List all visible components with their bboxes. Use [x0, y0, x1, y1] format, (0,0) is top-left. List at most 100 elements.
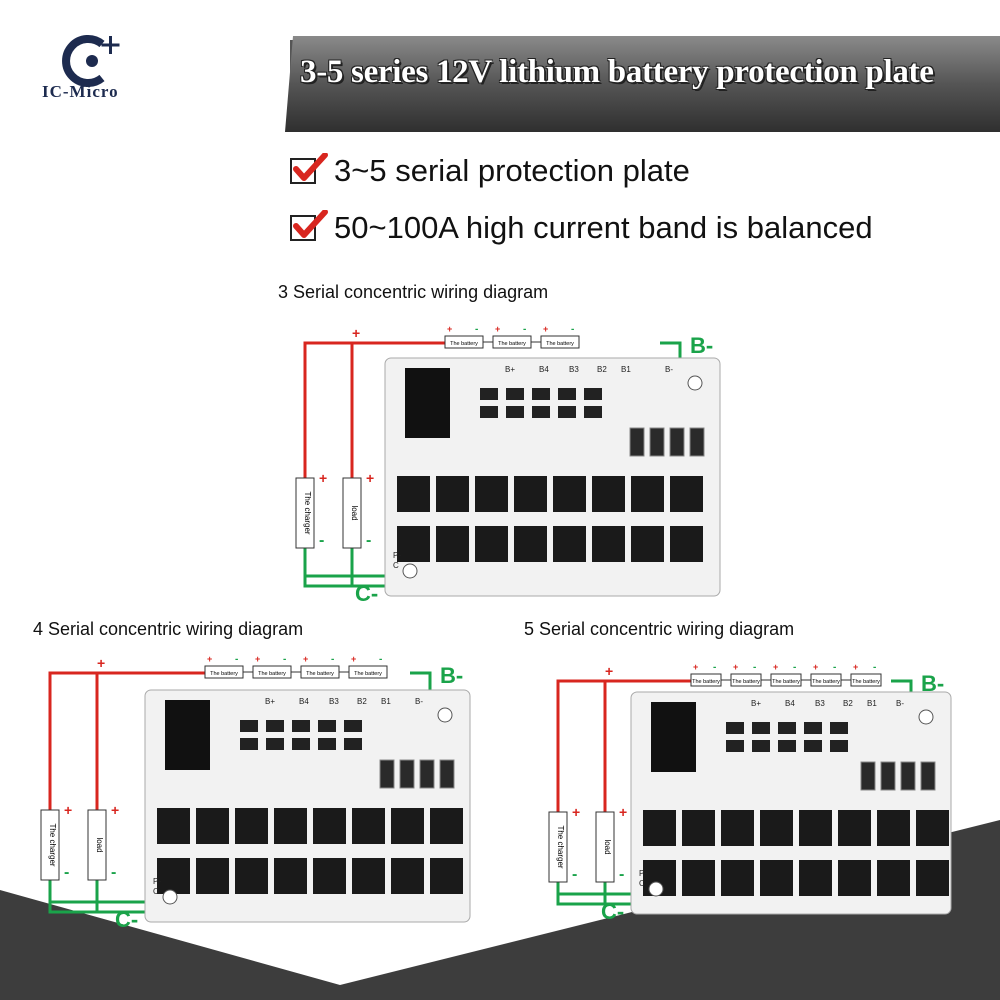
board-label: P-: [393, 551, 401, 560]
battery-label: The battery: [498, 341, 526, 347]
battery-box: [540, 335, 580, 349]
mosfet: [397, 476, 430, 512]
board-label: B-: [415, 697, 423, 706]
smd-component: [344, 738, 362, 750]
smd-component: [240, 720, 258, 732]
mosfet: [877, 860, 910, 896]
page-title: 3-5 series 12V lithium battery protectio…: [300, 54, 934, 90]
mounting-hole: [918, 709, 934, 725]
board-label: P-: [639, 869, 647, 878]
battery-label: The battery: [692, 679, 720, 685]
shunt-resistor: [860, 761, 876, 791]
board-label: B1: [621, 365, 631, 374]
mosfet: [682, 860, 715, 896]
minus-sign: -: [793, 662, 796, 673]
mounting-hole: [162, 889, 178, 905]
checkmark-icon: [290, 153, 328, 184]
smd-component: [292, 738, 310, 750]
smd-component: [506, 388, 524, 400]
plus-sign: +: [733, 662, 738, 672]
mosfet: [475, 526, 508, 562]
mosfet: [436, 526, 469, 562]
mosfet: [670, 526, 703, 562]
battery-label: The battery: [852, 679, 880, 685]
b-minus-label: B-: [440, 663, 463, 688]
feature-text: 50~100A high current band is balanced: [334, 210, 873, 245]
board-label: B2: [597, 365, 607, 374]
mosfet: [352, 808, 385, 844]
smd-component: [830, 740, 848, 752]
b-minus-label: B-: [690, 333, 713, 358]
mosfet: [274, 858, 307, 894]
smd-component: [752, 740, 770, 752]
shunt-resistor: [920, 761, 936, 791]
board-label: B3: [815, 699, 825, 708]
c-minus-label: C-: [601, 899, 624, 924]
mosfet: [916, 810, 949, 846]
board-label: B1: [867, 699, 877, 708]
controller-chip: [651, 702, 696, 772]
mosfet: [514, 526, 547, 562]
mounting-hole: [402, 563, 418, 579]
mosfet: [397, 526, 430, 562]
battery-label: The battery: [546, 341, 574, 347]
mosfet: [721, 860, 754, 896]
minus-sign: -: [571, 324, 574, 335]
mosfet: [838, 860, 871, 896]
minus-sign: -: [379, 654, 382, 665]
plus-sign: +: [572, 804, 580, 820]
mosfet: [475, 476, 508, 512]
mosfet: [514, 476, 547, 512]
board-label: B2: [357, 697, 367, 706]
board-label: B1: [381, 697, 391, 706]
controller-chip: [165, 700, 210, 770]
shunt-resistor: [629, 427, 645, 457]
board-label: B4: [299, 697, 309, 706]
title-banner: [285, 36, 1000, 132]
smd-component: [506, 406, 524, 418]
mosfet: [313, 858, 346, 894]
smd-component: [778, 722, 796, 734]
plus-sign: +: [64, 802, 72, 818]
mosfet: [430, 808, 463, 844]
smd-component: [804, 722, 822, 734]
minus-sign: -: [753, 662, 756, 673]
smd-component: [584, 388, 602, 400]
board-label: B+: [265, 697, 275, 706]
plus-sign: +: [619, 804, 627, 820]
board-label: B4: [785, 699, 795, 708]
battery-label: The battery: [354, 671, 382, 677]
smd-component: [778, 740, 796, 752]
smd-component: [558, 388, 576, 400]
mounting-hole: [687, 375, 703, 391]
minus-sign: -: [619, 866, 624, 883]
minus-sign: -: [319, 532, 324, 549]
mounting-hole: [437, 707, 453, 723]
battery-label: The battery: [772, 679, 800, 685]
smd-component: [532, 388, 550, 400]
board-label: B4: [539, 365, 549, 374]
load-box: [595, 811, 615, 883]
mosfet: [799, 810, 832, 846]
brand-name: IC-Micro: [42, 82, 119, 101]
mosfet: [916, 860, 949, 896]
plus-sign: +: [853, 662, 858, 672]
plus-sign: +: [319, 470, 327, 486]
load-label: load: [350, 505, 359, 520]
plus-sign: +: [495, 324, 500, 334]
battery-label: The battery: [812, 679, 840, 685]
mosfet: [274, 808, 307, 844]
battery-box: [348, 665, 388, 679]
mosfet: [391, 858, 424, 894]
board-label: B3: [569, 365, 579, 374]
board-label: P-: [153, 877, 161, 886]
battery-label: The battery: [258, 671, 286, 677]
board-label: C: [393, 561, 399, 570]
smd-component: [752, 722, 770, 734]
mosfet: [592, 476, 625, 512]
battery-label: The battery: [450, 341, 478, 347]
smd-component: [558, 406, 576, 418]
board-label: B2: [843, 699, 853, 708]
